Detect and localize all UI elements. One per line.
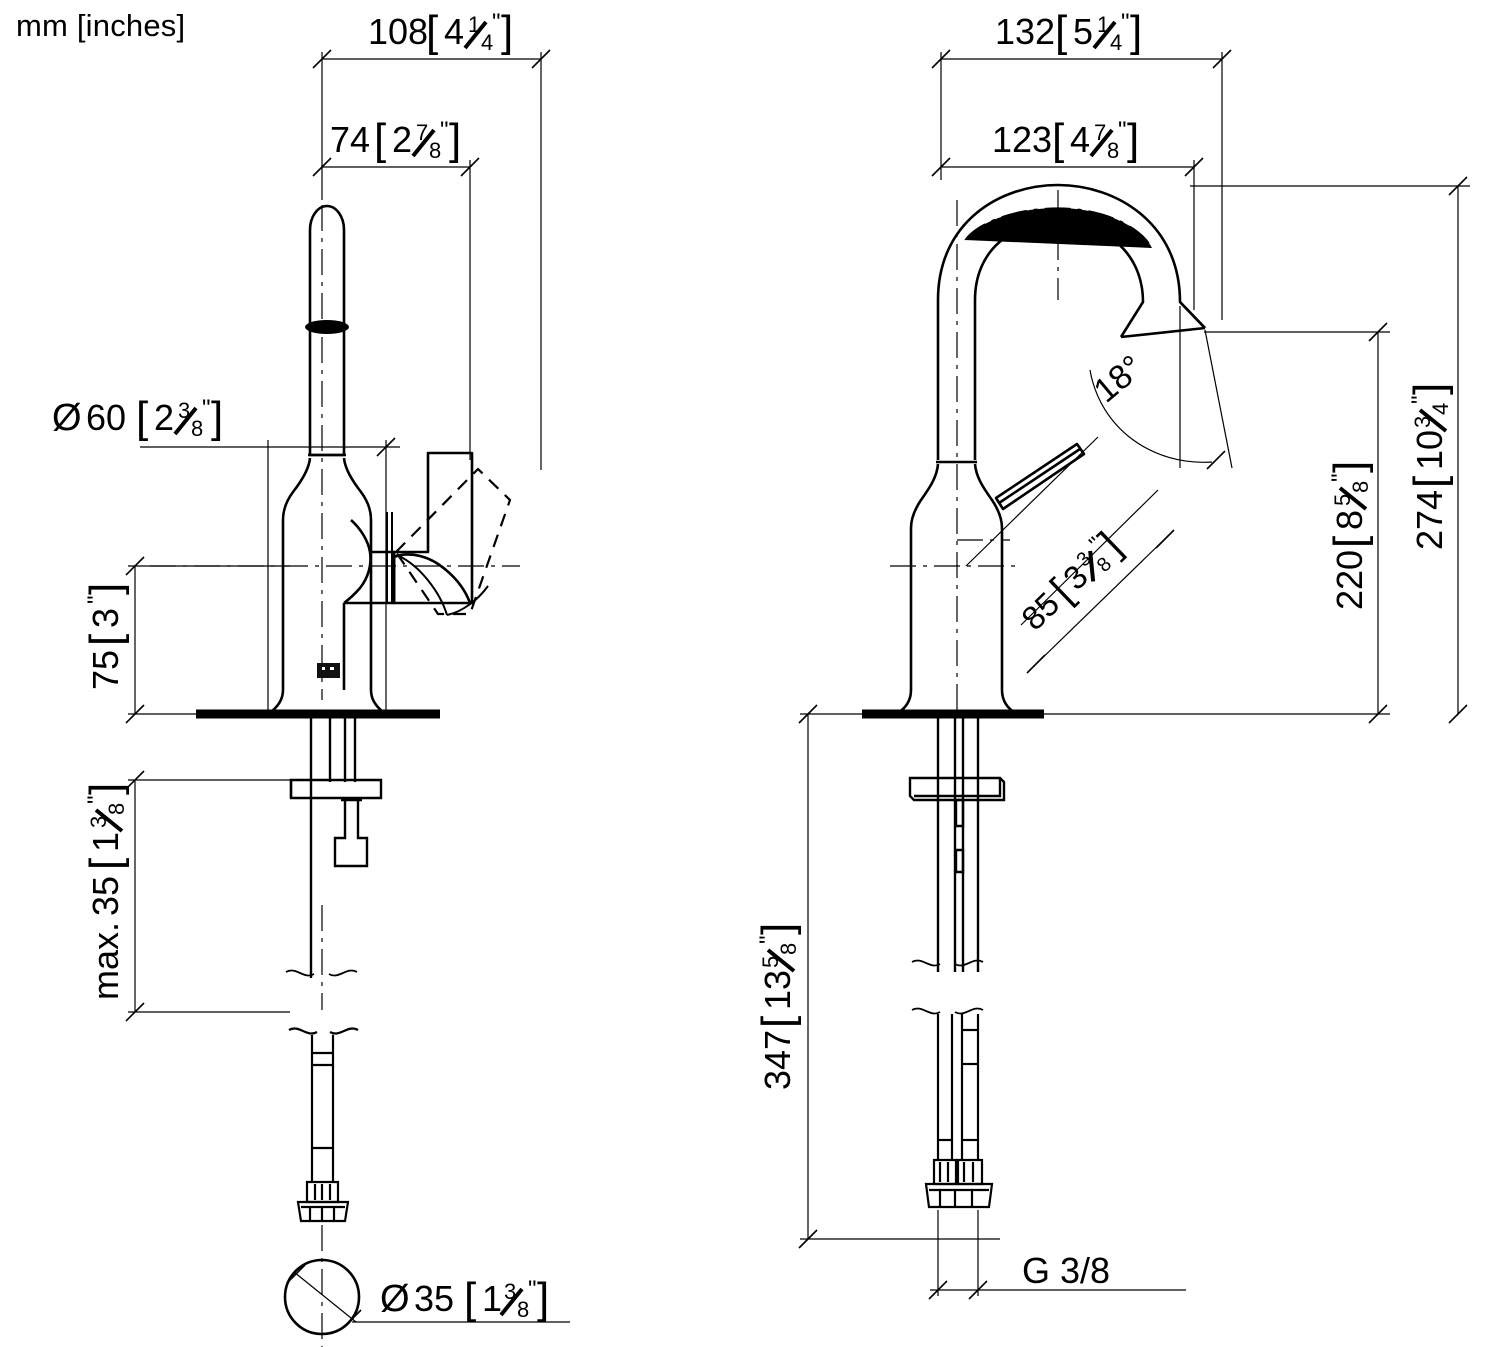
dim-220-mm: 220: [1329, 550, 1370, 610]
dim-35dia-prefix: Ø: [380, 1278, 410, 1320]
side-dimension-lines: [798, 49, 1470, 1300]
dim-35max-mm: 35: [85, 876, 126, 916]
dim-35max-inch-den: 8: [104, 803, 129, 815]
dim-74-inch-mark: ": [440, 117, 449, 144]
front-hose-lower: [288, 1027, 359, 1223]
dim-60-prefix: Ø: [52, 397, 82, 439]
dim-220-inch-whole: 8: [1329, 510, 1370, 530]
dim-274-mm: 274: [1409, 490, 1450, 550]
dim-132-inch-mark: ": [1121, 9, 1130, 36]
dim-347-inch-mark: ": [755, 935, 782, 944]
front-view-geometry: [267, 204, 396, 716]
front-dimension-texts: 108 [ 4 1 4 " ] 74 [ 2 7 8 " ] Ø 60 [ 2 …: [52, 7, 549, 1323]
dim-123-mm: 123: [992, 119, 1052, 160]
dim-35max-inch-whole: 1: [85, 832, 126, 852]
br-c4: ]: [81, 783, 130, 795]
side-center-line: [956, 190, 1153, 710]
dim-274-inch-den: 4: [1428, 403, 1453, 415]
dim-220-inch-mark: ": [1327, 473, 1354, 482]
dim-60-mm: 60: [86, 397, 126, 438]
dim-75-inch-whole: 3: [85, 608, 126, 628]
dim-bracket-open: [: [426, 7, 438, 56]
dim-274-inch-mark: ": [1407, 395, 1434, 404]
br-c9: ]: [1405, 383, 1454, 395]
dim-274-inch-whole: 10: [1409, 430, 1450, 470]
dim-60-inch-den: 8: [191, 416, 203, 441]
dim-347-mm: 347: [757, 1030, 798, 1090]
dim-123-inch-den: 8: [1107, 138, 1119, 163]
side-dimension-texts: 132 [ 5 1 4 " ] 123 [ 4 7 8 " ] 220 [ 8 …: [753, 7, 1454, 1291]
dim-angle-18: 18°: [1087, 348, 1151, 410]
br-c6: ]: [1130, 7, 1142, 56]
dim-132-inch-den: 4: [1110, 30, 1122, 55]
dim-132-mm: 132: [995, 11, 1055, 52]
dim-bracket-close: ]: [501, 7, 513, 56]
dim-35dia-inch-mark: ": [528, 1276, 537, 1303]
dim-74-inch-den: 8: [429, 138, 441, 163]
front-handle-lever-alt-outline: [398, 555, 489, 616]
dim-108-mm: 108: [368, 11, 428, 52]
dim-74-inch-whole: 2: [392, 119, 412, 160]
dim-35dia-inch-den: 8: [517, 1297, 529, 1322]
br-o: [: [374, 115, 386, 164]
front-outlet-ellipse: [305, 320, 349, 334]
dim-85-inch-den: 8: [1093, 553, 1116, 577]
br-o11: [: [753, 1016, 802, 1028]
dim-35max-prefix: max.: [85, 922, 126, 1000]
units-label: mm [inches]: [16, 8, 186, 43]
br-o2: [: [136, 393, 148, 442]
dim-75-inch-mark: ": [83, 595, 110, 604]
dim-108-inch-den: 4: [481, 30, 493, 55]
brand-marking: [317, 663, 340, 678]
br-o8: [: [1325, 536, 1374, 548]
br-o7: [: [1052, 115, 1064, 164]
br-c5: ]: [537, 1274, 549, 1323]
side-hoses-lower: [924, 1014, 994, 1209]
dim-123-inch-whole: 4: [1070, 119, 1090, 160]
br-o9: [: [1405, 476, 1454, 488]
dim-35dia-inch-whole: 1: [482, 1278, 502, 1319]
dim-60-inch-whole: 2: [154, 397, 174, 438]
side-handle-axis-line: [890, 539, 1020, 567]
dim-74-mm: 74: [330, 119, 370, 160]
front-under-deck-assembly: [285, 716, 383, 978]
side-handle-lever: [994, 442, 1086, 511]
side-under-deck-assembly: [908, 716, 1006, 1015]
dim-108-inch-mark: ": [492, 9, 501, 36]
front-dimension-lines: [125, 49, 570, 1336]
br-c3: ]: [81, 583, 130, 595]
thread-callout: G 3/8: [1022, 1250, 1110, 1291]
dim-75-mm: 75: [85, 650, 126, 690]
br-c2: ]: [211, 393, 223, 442]
br-o6: [: [1055, 7, 1067, 56]
front-handle-hub-detail: [386, 512, 393, 603]
br-c: ]: [449, 115, 461, 164]
br-c7: ]: [1127, 115, 1139, 164]
dim-132-inch-whole: 5: [1073, 11, 1093, 52]
dim-35dia-mm: 35: [414, 1278, 454, 1319]
front-handle-lever: [392, 451, 474, 605]
front-handle-lever-alt-position: [394, 467, 512, 616]
dim-123-inch-mark: ": [1118, 117, 1127, 144]
br-c11: ]: [753, 923, 802, 935]
dim-108-inch-whole: 4: [444, 11, 464, 52]
br-o3: [: [81, 634, 130, 646]
br-c8: ]: [1325, 461, 1374, 473]
br-o4: [: [81, 858, 130, 870]
dim-347-inch-whole: 13: [757, 970, 798, 1010]
br-o5: [: [464, 1274, 476, 1323]
dim-60-inch-mark: ": [202, 395, 211, 422]
dim-35max-inch-mark: ": [83, 795, 110, 804]
dim-220-inch-den: 8: [1348, 481, 1373, 493]
dim-347-inch-den: 8: [776, 943, 801, 955]
side-view-geometry: [895, 183, 1206, 716]
